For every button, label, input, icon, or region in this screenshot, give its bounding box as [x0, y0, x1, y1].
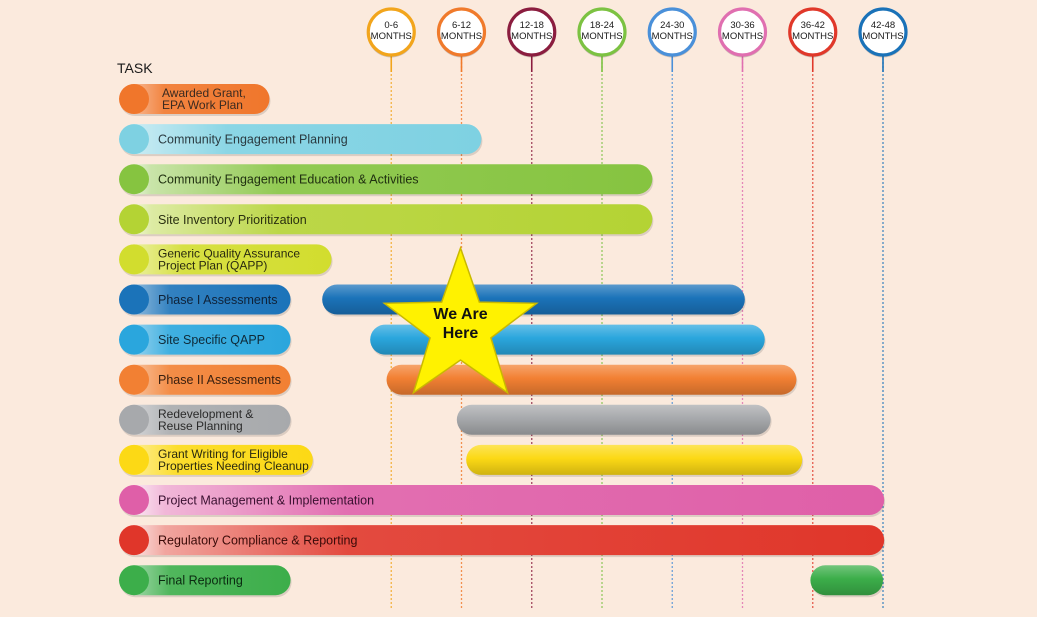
task-label-bar	[119, 444, 313, 475]
task-bullet	[119, 485, 149, 515]
task-label-bar	[119, 204, 653, 235]
task-label-bar	[119, 364, 291, 395]
task-label-bar	[119, 404, 291, 435]
task-label: Project Management & Implementation	[158, 494, 374, 508]
task-timeline-bar	[322, 284, 745, 315]
task-bullet	[119, 164, 149, 195]
period-badge	[647, 7, 697, 57]
period-range-label: 24-30	[660, 20, 684, 31]
period-unit-label: MONTHS	[792, 31, 833, 42]
period-unit-label: MONTHS	[581, 31, 622, 42]
task-label-line: Project Plan (QAPP)	[158, 258, 267, 272]
task-label-bar	[119, 284, 291, 315]
period-unit-label: MONTHS	[371, 31, 412, 42]
task-label-bar	[119, 164, 653, 195]
period-badge	[507, 7, 557, 57]
task-bullet	[119, 364, 149, 395]
task-label: Phase I Assessments	[158, 293, 278, 307]
task-timeline-bar	[810, 565, 883, 596]
task-label-line: EPA Work Plan	[162, 98, 243, 112]
task-label: Community Engagement Education & Activit…	[158, 173, 419, 187]
period-badge	[366, 7, 416, 57]
task-bullet	[119, 444, 149, 475]
period-unit-label: MONTHS	[722, 31, 763, 42]
task-label-bar	[119, 84, 270, 114]
task-label: Community Engagement Planning	[158, 133, 348, 147]
task-label-line: Redevelopment &	[158, 407, 253, 421]
task-label-line: Properties Needing Cleanup	[158, 459, 309, 473]
task-label-bar	[119, 324, 291, 355]
task-label-bar	[119, 565, 291, 596]
period-badge	[788, 7, 838, 57]
task-axis-label: TASK	[117, 60, 153, 76]
task-label-bar	[119, 485, 885, 515]
period-range-label: 42-48	[871, 20, 895, 31]
period-badge	[436, 7, 487, 57]
period-range-label: 36-42	[801, 20, 825, 31]
period-range-label: 12-18	[520, 20, 544, 31]
period-badge	[717, 7, 768, 57]
task-bullet	[119, 244, 149, 275]
task-bullet	[119, 124, 149, 155]
task-label-line: Reuse Planning	[158, 419, 243, 433]
task-label-line: Awarded Grant,	[162, 86, 246, 100]
we-are-here-star	[382, 245, 539, 395]
task-bullet	[119, 404, 149, 435]
period-range-label: 0-6	[384, 20, 398, 31]
task-label: Site Inventory Prioritization	[158, 213, 307, 227]
task-label-bar	[119, 124, 482, 155]
period-unit-label: MONTHS	[862, 31, 903, 42]
task-label: Phase II Assessments	[158, 373, 281, 387]
period-range-label: 30-36	[730, 20, 754, 31]
period-badge	[577, 7, 627, 57]
period-badge	[858, 7, 908, 57]
we-are-here-label: Here	[443, 325, 479, 342]
period-unit-label: MONTHS	[441, 31, 482, 42]
task-bullet	[119, 204, 149, 235]
period-unit-label: MONTHS	[511, 31, 552, 42]
task-bullet	[119, 565, 149, 596]
task-bullet	[119, 284, 149, 315]
task-label-line: Generic Quality Assurance	[158, 246, 300, 260]
we-are-here-label: We Are	[433, 306, 487, 323]
task-bullet	[119, 324, 149, 355]
period-unit-label: MONTHS	[652, 31, 693, 42]
period-range-label: 18-24	[590, 20, 614, 31]
task-label-line: Grant Writing for Eligible	[158, 447, 288, 461]
task-label-bar	[119, 525, 885, 556]
task-label: Final Reporting	[158, 574, 243, 588]
task-bullet	[119, 525, 149, 556]
task-label-bar	[119, 244, 332, 275]
task-label: Regulatory Compliance & Reporting	[158, 534, 357, 548]
period-range-label: 6-12	[452, 20, 471, 31]
task-bullet	[119, 84, 149, 114]
task-label: Site Specific QAPP	[158, 333, 265, 347]
task-timeline-bar	[456, 404, 771, 435]
task-timeline-bar	[466, 444, 803, 475]
